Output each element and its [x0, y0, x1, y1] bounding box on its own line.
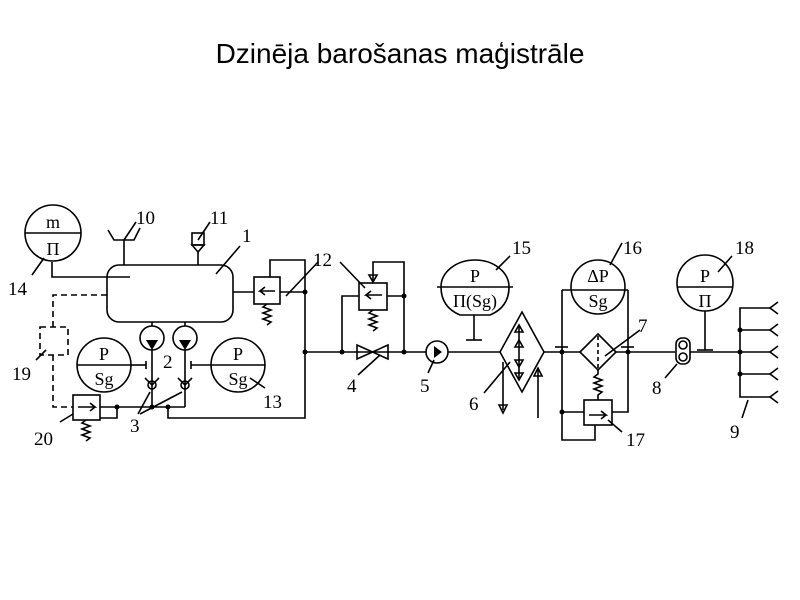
label-9: 9 — [730, 422, 740, 443]
svg-text:Sg: Sg — [588, 291, 607, 311]
gauge-16: ΔP Sg — [570, 259, 626, 315]
label-16: 16 — [623, 238, 642, 259]
label-13: 13 — [263, 392, 282, 413]
label-4: 4 — [347, 376, 357, 397]
svg-text:P: P — [99, 344, 109, 364]
gauge-18: P Π — [676, 254, 734, 312]
boost-pumps — [139, 322, 198, 407]
heat-exchanger-6 — [499, 310, 545, 394]
svg-text:Π: Π — [47, 239, 60, 259]
gauge-15: P Π(Sg) — [437, 259, 513, 316]
label-1: 1 — [242, 226, 252, 247]
label-12: 12 — [313, 250, 332, 271]
label-2: 2 — [163, 352, 173, 373]
svg-text:m: m — [46, 212, 60, 232]
label-11: 11 — [210, 208, 228, 229]
shutoff-valve-4 — [356, 343, 389, 361]
svg-text:Π(Sg): Π(Sg) — [453, 291, 497, 312]
gauge-13-right: P Sg — [210, 337, 266, 393]
slide-title: Dzinēja barošanas maģistrāle — [215, 38, 585, 69]
label-8: 8 — [652, 378, 662, 399]
label-5: 5 — [420, 376, 430, 397]
label-18: 18 — [735, 238, 754, 259]
svg-text:Sg: Sg — [94, 369, 113, 389]
svg-text:P: P — [233, 344, 243, 364]
bypass-valve-17 — [583, 399, 613, 426]
component-19 — [39, 326, 69, 356]
label-6: 6 — [469, 394, 479, 415]
label-20: 20 — [34, 429, 53, 450]
label-17: 17 — [626, 430, 645, 451]
svg-text:P: P — [700, 266, 710, 286]
gauge-14: m Π — [24, 204, 82, 262]
flowmeter-8 — [675, 337, 691, 365]
svg-text:ΔP: ΔP — [587, 266, 609, 286]
label-10: 10 — [136, 208, 155, 229]
label-19: 19 — [12, 364, 31, 385]
label-14: 14 — [8, 279, 28, 300]
injector-manifold-9 — [737, 301, 779, 404]
label-3: 3 — [130, 416, 140, 437]
label-7: 7 — [638, 316, 648, 337]
label-15: 15 — [512, 238, 531, 259]
fuel-tank — [106, 264, 234, 323]
svg-text:Π: Π — [699, 291, 712, 311]
svg-text:P: P — [470, 266, 480, 286]
gauge-13-left: P Sg — [76, 337, 132, 393]
svg-text:Sg: Sg — [228, 369, 247, 389]
